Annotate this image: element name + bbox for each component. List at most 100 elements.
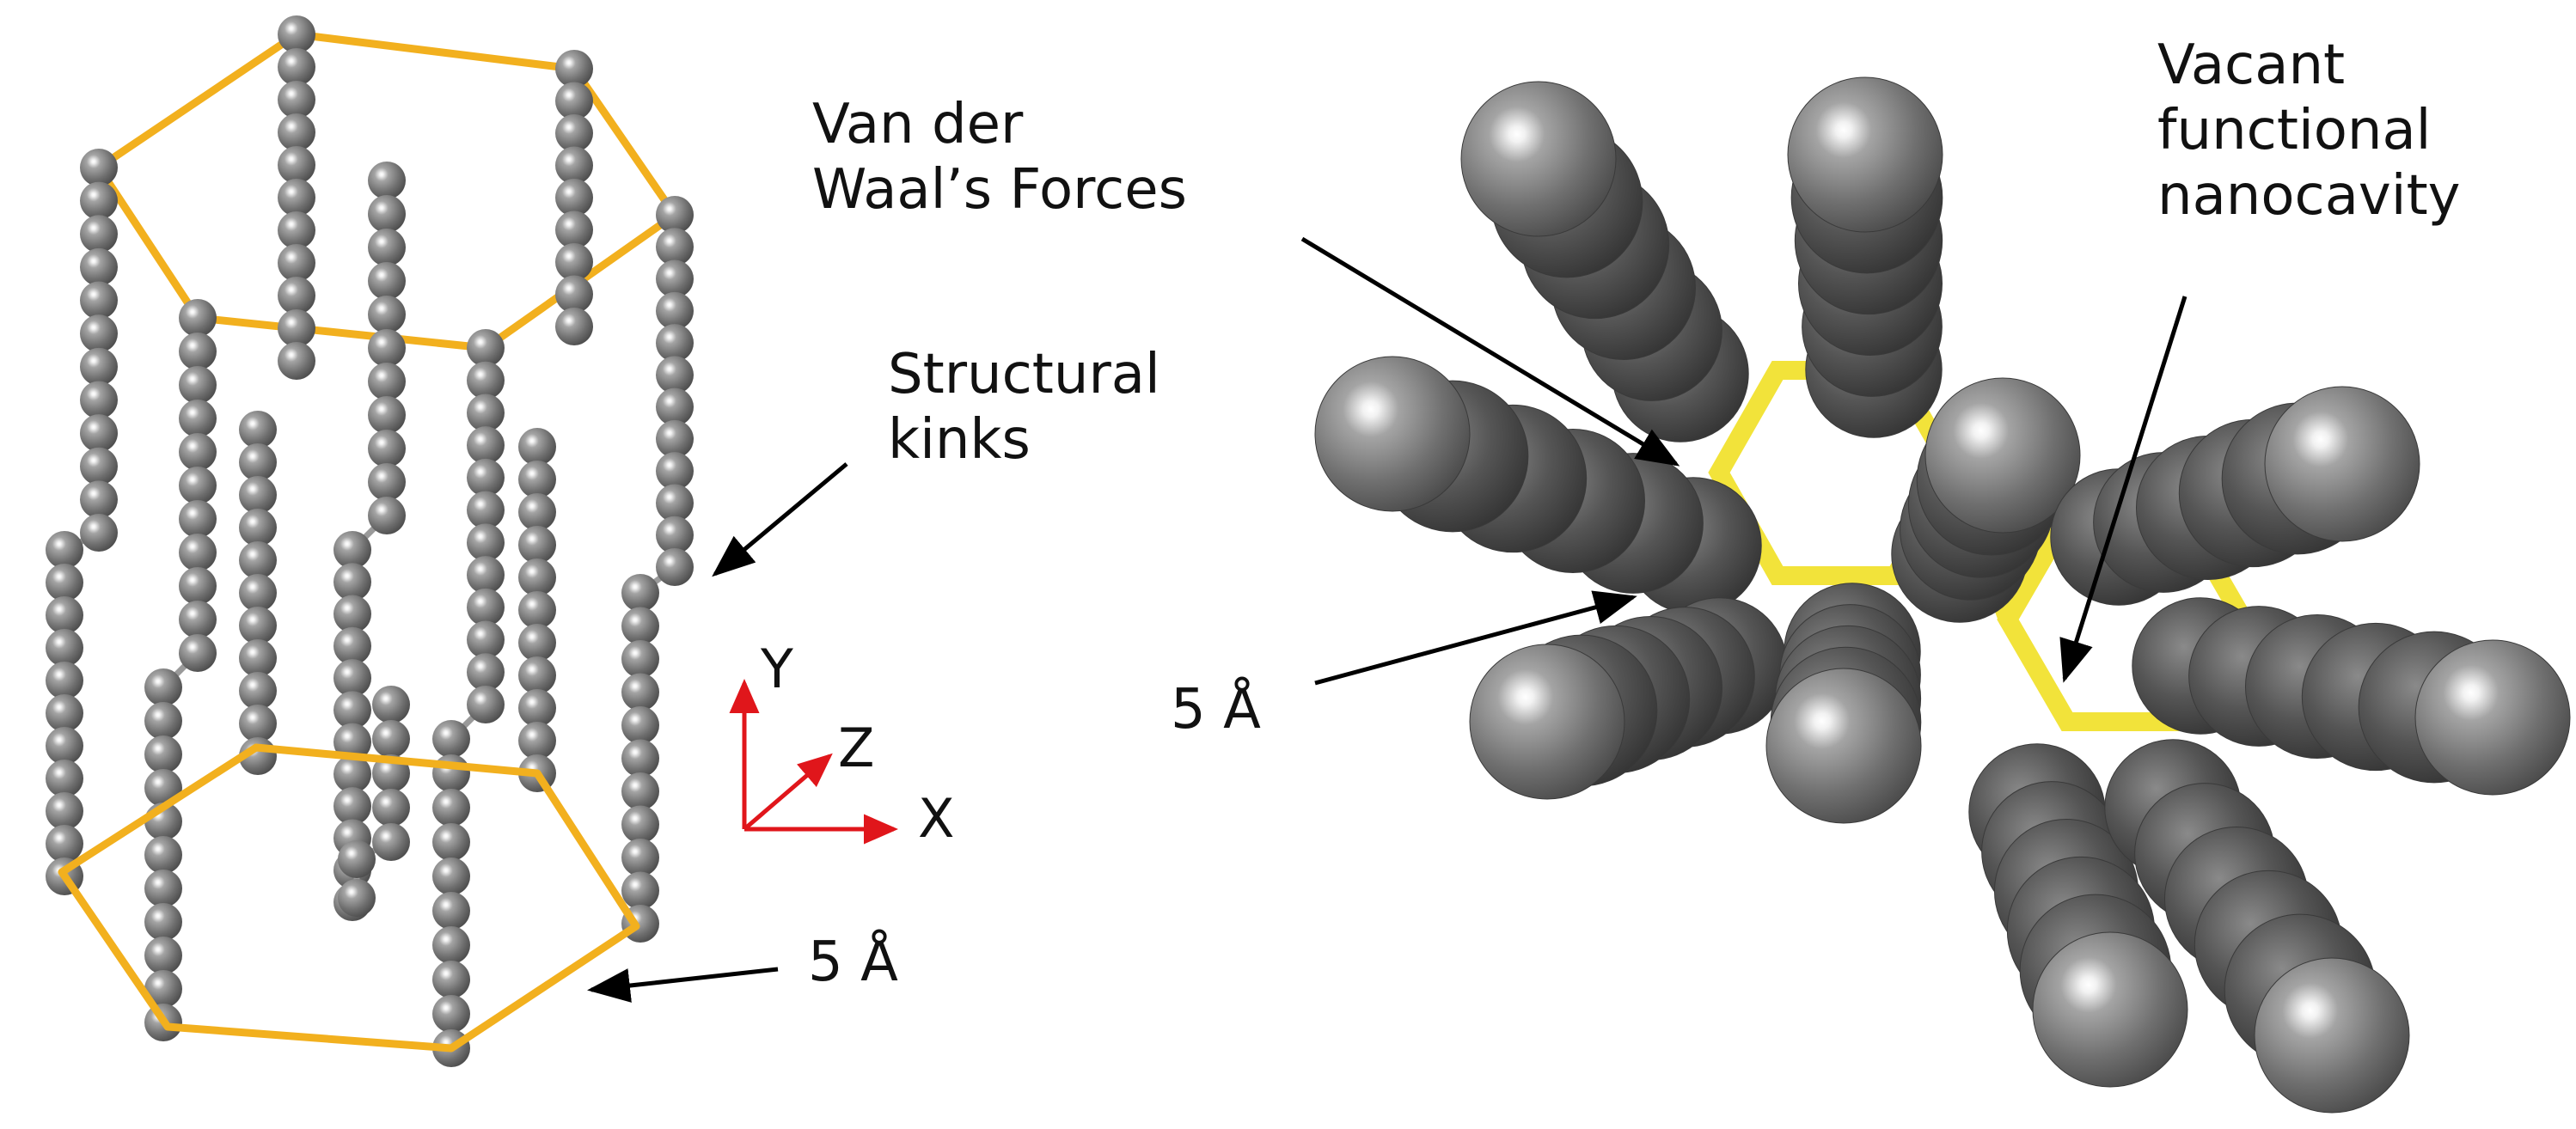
z-axis-arrow (743, 753, 833, 831)
stack-atom (2414, 639, 2571, 796)
chain-atom (518, 656, 556, 694)
chain-atom (368, 229, 406, 266)
chain-atom (432, 823, 470, 861)
axis-label-x: X (918, 787, 955, 850)
axis-label-z: Z (838, 717, 875, 779)
chain-atom (621, 607, 659, 645)
chain-atom (333, 787, 371, 826)
stack-atom (1314, 356, 1471, 512)
atom-chains (46, 15, 694, 1067)
chain-atom (432, 926, 470, 964)
chain-atom (179, 500, 217, 538)
chain-atom (656, 291, 694, 330)
chain-atom (467, 686, 505, 723)
chain-atom (80, 347, 118, 386)
chain-atom (46, 825, 83, 863)
chain-atom (656, 388, 694, 426)
chain-atom (372, 720, 410, 758)
chain-atom (278, 48, 315, 86)
chain-atom (278, 113, 315, 151)
chain-atom (46, 596, 83, 634)
chain-atom (518, 689, 556, 727)
chain-atom (46, 727, 83, 765)
stack-atom (1469, 644, 1625, 800)
chain-atom (144, 702, 182, 740)
chain-atom (555, 50, 593, 88)
chain-atom (46, 564, 83, 601)
chain-atom (278, 277, 315, 314)
stack-atom (2254, 957, 2410, 1114)
chain-atom (144, 870, 182, 907)
chain-atom (333, 595, 371, 633)
chain-atom (80, 181, 118, 220)
chain-atom (179, 433, 217, 471)
chain-atom (368, 296, 406, 333)
chain-atom (621, 871, 659, 910)
chain-atom (467, 394, 505, 432)
spacing-right-arrow (1314, 590, 1637, 686)
chain-atom (144, 836, 182, 874)
chain-atom (432, 754, 470, 792)
atom-stacks (1314, 76, 2571, 1114)
chain-atom (432, 857, 470, 895)
chain-atom (555, 308, 593, 345)
chain-atom (80, 381, 118, 419)
chain-atom (368, 430, 406, 467)
chain-atom (46, 662, 83, 699)
chain-atom (239, 607, 277, 644)
chain-atom (278, 309, 315, 347)
chain-atom (239, 705, 277, 742)
chain-atom (80, 480, 118, 519)
chain-atom (239, 574, 277, 612)
chain-atom (467, 620, 505, 659)
nanotube-side-view (46, 15, 694, 1067)
chain-atom (278, 179, 315, 217)
nanotube-top-view (1314, 76, 2571, 1114)
chain-atom (656, 484, 694, 522)
chain-atom (80, 281, 118, 320)
chain-atom (333, 723, 371, 761)
chain-atom (368, 396, 406, 434)
chain-atom (432, 720, 470, 758)
chain-atom (278, 342, 315, 380)
vacant-nanocavity-label: Vacant functional nanocavity (2157, 34, 2461, 228)
chain-atom (555, 211, 593, 249)
chain-atom (179, 400, 217, 437)
structural-kinks-arrow (712, 462, 848, 577)
chain-atom (80, 414, 118, 453)
chain-atom (278, 211, 315, 249)
stack-atom (2032, 931, 2188, 1088)
chain-atom (333, 754, 371, 793)
axis-label-y: Y (761, 638, 793, 700)
chain-atom (555, 179, 593, 217)
chain-atom (518, 722, 556, 760)
chain-atom (621, 640, 659, 678)
chain-atom (179, 333, 217, 370)
chain-atom (239, 672, 277, 710)
chain-atom (278, 244, 315, 282)
chain-atom (656, 516, 694, 554)
chain-atom (621, 839, 659, 876)
chain-atom (372, 789, 410, 827)
chain-atom (656, 356, 694, 394)
chain-atom (555, 243, 593, 281)
chain-atom (555, 114, 593, 152)
chain-atom (432, 789, 470, 827)
chain-atom (518, 428, 556, 466)
chain-atom (179, 467, 217, 504)
chain-atom (46, 760, 83, 797)
chain-atom (278, 15, 315, 53)
chain-atom (80, 514, 118, 552)
chain-atom (333, 626, 371, 665)
chain-atom (144, 970, 182, 1008)
stack-atom (1787, 76, 1943, 233)
vdw-forces-arrow (1300, 236, 1680, 467)
chain-atom (368, 162, 406, 199)
chain-atom (621, 739, 659, 778)
chain-atom (555, 82, 593, 120)
chain-atom (80, 314, 118, 353)
chain-atom (46, 629, 83, 667)
chain-atom (518, 624, 556, 662)
